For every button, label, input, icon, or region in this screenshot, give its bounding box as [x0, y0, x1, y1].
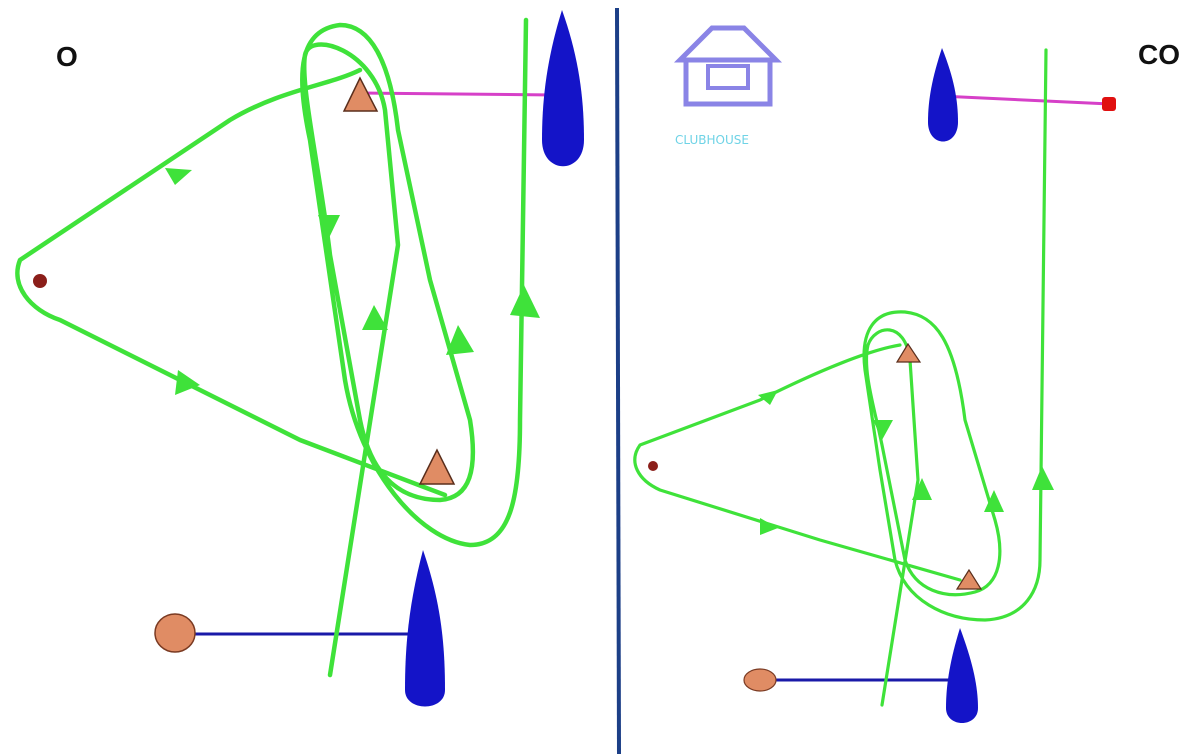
windward-mark [342, 76, 379, 112]
leeward-mark [418, 448, 456, 485]
course-label-o: O [56, 41, 78, 72]
course-co: CO CLUBHOUSE [633, 25, 1180, 723]
direction-arrow [760, 518, 778, 535]
wing-mark [648, 461, 658, 471]
course-track-outer-loop [633, 343, 962, 582]
finish-boat [928, 48, 958, 142]
finish-line [939, 94, 1111, 106]
start-pin-mark [154, 613, 196, 653]
finish-pin-mark [1102, 97, 1116, 111]
leeward-mark [955, 568, 983, 590]
start-pin-mark [743, 668, 777, 692]
direction-arrow [873, 420, 893, 440]
course-track [300, 17, 529, 678]
committee-boat-start [946, 628, 978, 723]
panel-divider [615, 7, 621, 754]
clubhouse-label: CLUBHOUSE [675, 133, 749, 147]
course-label-co: CO [1138, 39, 1180, 70]
committee-boat-start [405, 550, 445, 707]
direction-arrow [318, 215, 340, 240]
clubhouse-icon [673, 25, 783, 107]
direction-arrow [362, 305, 388, 330]
direction-arrow [510, 285, 540, 318]
windward-mark [895, 342, 922, 363]
finish-boat [542, 10, 584, 167]
direction-arrow [1032, 466, 1054, 490]
course-track [862, 48, 1048, 707]
course-track-outer-loop [15, 67, 448, 498]
direction-arrow [758, 390, 778, 405]
direction-arrow [165, 168, 192, 185]
direction-arrow [984, 490, 1004, 512]
course-o: O [15, 10, 584, 707]
direction-arrow [175, 370, 200, 395]
direction-arrow [912, 478, 932, 500]
direction-arrow [446, 325, 474, 355]
wing-mark [33, 274, 47, 288]
